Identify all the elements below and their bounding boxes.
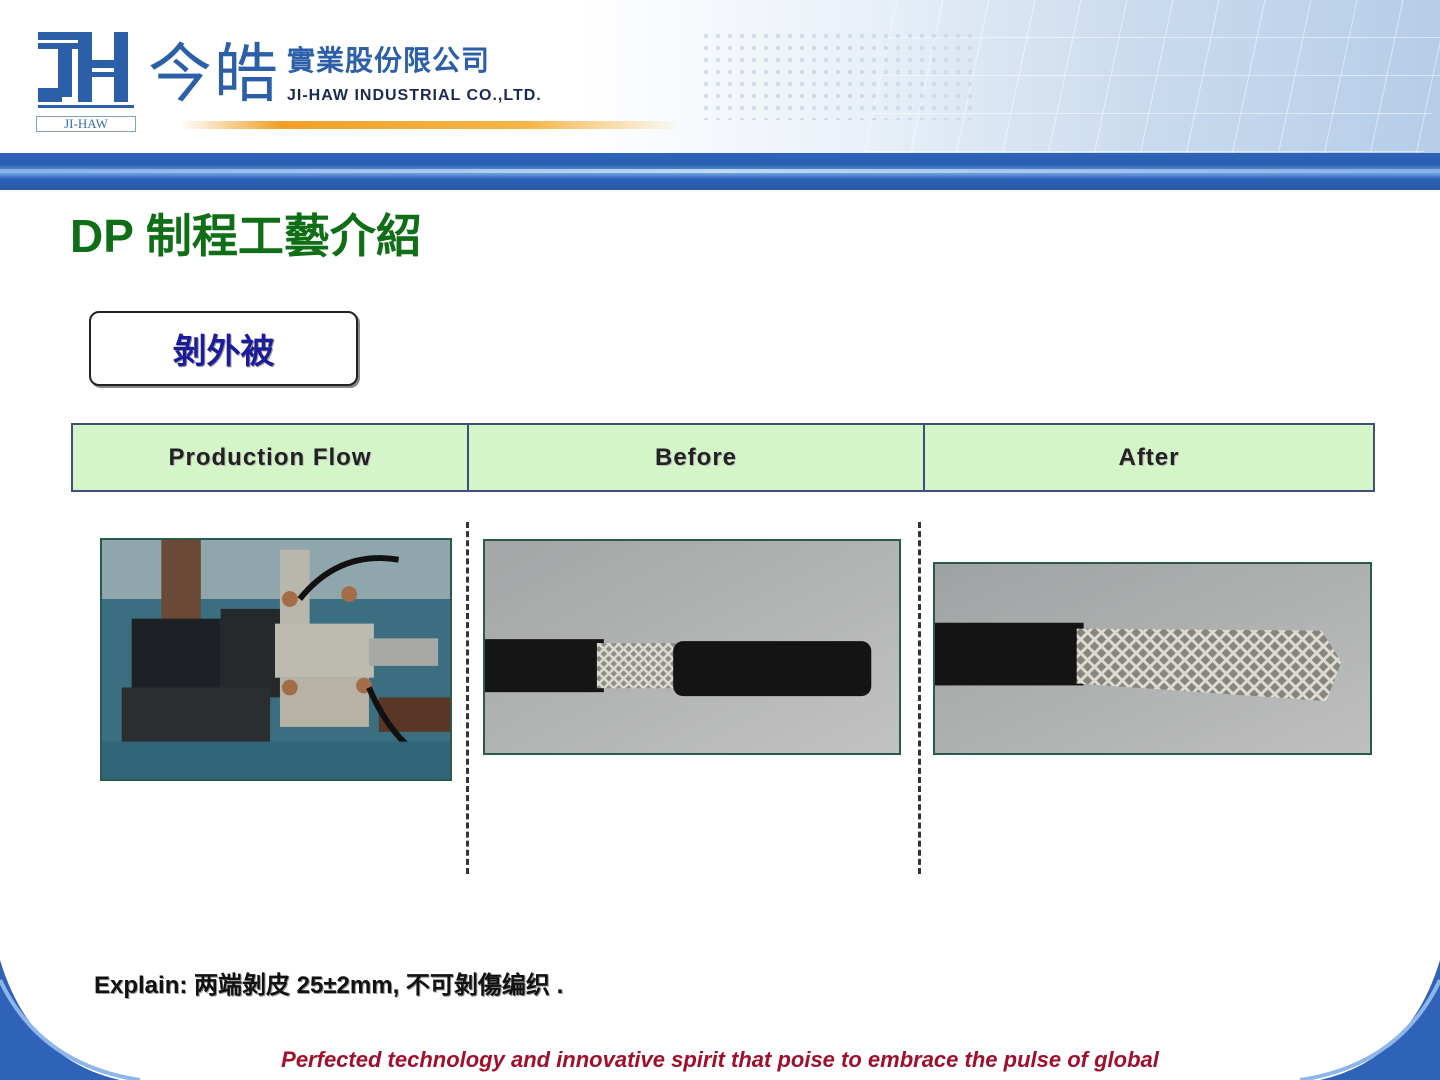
flow-table-header: Production Flow Before After (71, 423, 1375, 492)
header-blue-band (0, 153, 1440, 190)
footer-slogan: Perfected technology and innovative spir… (281, 1047, 1159, 1072)
logo-caption: JI-HAW (36, 116, 136, 132)
cable-before-stripping-photo (483, 539, 901, 755)
header-dots-decoration (700, 30, 980, 120)
header-accent-line (180, 121, 680, 129)
company-name-chinese: 實業股份限公司 (287, 45, 491, 76)
column-separator (466, 522, 469, 874)
column-header-after: After (923, 425, 1373, 490)
company-logo-icon (38, 32, 134, 108)
company-name-english: JI-HAW INDUSTRIAL CO.,LTD. (287, 87, 542, 104)
cable-after-stripping-photo (933, 562, 1372, 755)
page-title: DP 制程工藝介紹 (70, 210, 422, 262)
step-box: 剝外被 (89, 311, 358, 386)
column-header-before: Before (467, 425, 923, 490)
explain-note: Explain: 两端剝皮 25±2mm, 不可剝傷编织 . (94, 972, 564, 999)
header-banner: JI-HAW 今皓 實業股份限公司 JI-HAW INDUSTRIAL CO.,… (0, 0, 1440, 190)
footer-arc-decoration (0, 960, 1440, 1080)
logo-chinese-name: 今皓 (148, 38, 280, 112)
column-separator (918, 522, 921, 874)
stripping-machine-photo (100, 538, 452, 781)
step-label: 剝外被 (172, 333, 275, 371)
column-header-production-flow: Production Flow (168, 443, 372, 471)
